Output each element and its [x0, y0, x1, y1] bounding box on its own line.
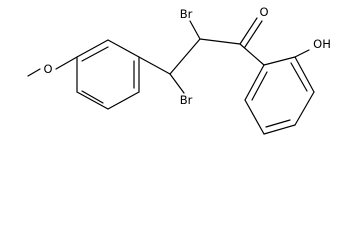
aromatic-double-bond [81, 90, 104, 104]
bond [189, 20, 201, 40]
bond [263, 124, 296, 135]
methoxy-group: O [27, 56, 78, 77]
methoxyphenyl-ring [76, 39, 140, 110]
bond [76, 91, 109, 110]
aromatic-double-bond [81, 46, 109, 62]
bond [294, 91, 315, 126]
carbonyl-bond [239, 17, 258, 45]
bond [138, 56, 171, 75]
propanone-chain [138, 17, 265, 94]
bond [263, 56, 296, 66]
bromine-label-bottom: Br [180, 93, 193, 107]
aromatic-double-bond [265, 119, 291, 128]
bromine-label-top: Br [180, 7, 193, 21]
bond [244, 64, 265, 101]
hydroxyl-label: OH [313, 37, 331, 51]
bond [169, 73, 185, 94]
bond [244, 99, 265, 135]
bond [27, 68, 41, 77]
aromatic-double-bond [290, 62, 308, 92]
hydroxyl-bond [294, 49, 310, 58]
carbonyl-bond [244, 20, 263, 48]
aromatic-double-bond [251, 71, 268, 101]
bond [76, 39, 109, 58]
hydroxyphenyl-ring [244, 56, 315, 135]
bond [55, 56, 78, 70]
bond [107, 39, 140, 58]
carbonyl-oxygen-label: O [259, 5, 268, 19]
chemical-structure: O Br Br O OH [27, 5, 331, 135]
bond [169, 38, 201, 75]
bond [239, 43, 265, 66]
bond [107, 91, 140, 110]
methoxy-oxygen-label: O [43, 62, 52, 76]
bond [199, 38, 241, 45]
bond [294, 56, 315, 93]
